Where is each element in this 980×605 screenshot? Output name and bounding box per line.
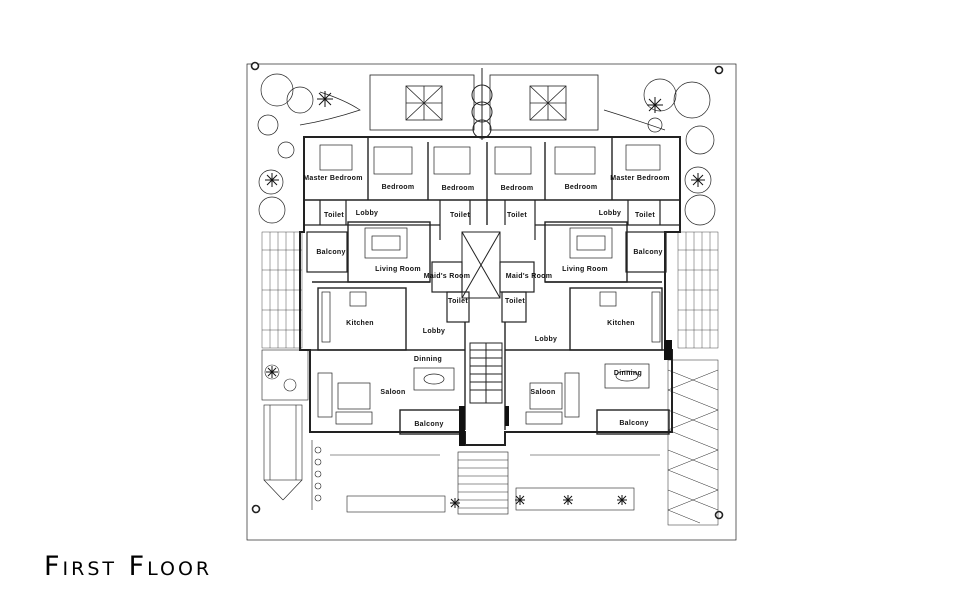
label-saloon-right: Saloon: [530, 389, 555, 396]
label-bedroom-2: Bedroom: [442, 185, 475, 192]
label-living-room-left: Living Room: [375, 266, 421, 273]
sofas: [364, 227, 613, 259]
saloon-furniture: [317, 363, 650, 425]
stair-core: [461, 231, 503, 404]
label-dinning-left: Dinning: [414, 356, 442, 363]
room-labels: Master Bedroom Bedroom Bedroom Bedroom B…: [303, 175, 669, 428]
umbrella-table-right: [529, 85, 567, 121]
label-maids-room-right: Maid's Room: [506, 273, 553, 280]
floor-title: First Floor: [44, 551, 213, 582]
label-balcony-left: Balcony: [316, 249, 345, 256]
label-master-bedroom-left: Master Bedroom: [303, 175, 362, 182]
label-balcony-bottom-right: Balcony: [619, 420, 648, 427]
label-lobby-4: Lobby: [535, 336, 558, 343]
umbrella-table-left: [405, 85, 443, 121]
label-living-room-right: Living Room: [562, 266, 608, 273]
plot-boundary: [246, 63, 737, 541]
kitchen-counters: [321, 291, 661, 343]
patio-right: [489, 74, 599, 131]
building-outline: [299, 136, 681, 446]
label-lobby-1: Lobby: [356, 210, 379, 217]
label-dinning-right: Dinning: [614, 370, 642, 377]
toilet-walls: [304, 200, 680, 240]
wall-hatches: [459, 340, 672, 446]
bedroom-walls: [304, 137, 680, 225]
corner-marker: [250, 61, 260, 71]
lower-right-ramp: [667, 359, 719, 526]
kitchen-walls: [317, 287, 663, 351]
label-balcony-bottom-left: Balcony: [414, 421, 443, 428]
label-kitchen-left: Kitchen: [346, 320, 374, 327]
right-garden-trees: [603, 78, 716, 226]
label-lobby-2: Lobby: [599, 210, 622, 217]
label-bedroom-3: Bedroom: [501, 185, 534, 192]
corner-marker: [714, 510, 724, 520]
label-kitchen-right: Kitchen: [607, 320, 635, 327]
label-toilet-4: Toilet: [635, 212, 655, 219]
label-master-bedroom-right: Master Bedroom: [610, 175, 669, 182]
label-toilet-2: Toilet: [450, 212, 470, 219]
label-bedroom-1: Bedroom: [382, 184, 415, 191]
beds: [319, 144, 661, 175]
left-garden-trees: [257, 73, 361, 224]
maid-walls: [431, 261, 535, 323]
left-paving: [261, 231, 303, 349]
side-balconies: [306, 231, 667, 273]
plant-symbols: [265, 91, 705, 508]
corner-marker: [714, 65, 724, 75]
label-saloon-left: Saloon: [380, 389, 405, 396]
label-toilet-6: Toilet: [505, 298, 525, 305]
label-lobby-3: Lobby: [423, 328, 446, 335]
label-toilet-1: Toilet: [324, 212, 344, 219]
corner-marker: [251, 504, 261, 514]
label-toilet-3: Toilet: [507, 212, 527, 219]
label-balcony-right: Balcony: [633, 249, 662, 256]
right-paving: [677, 231, 719, 349]
center-hedge: [471, 68, 493, 140]
label-toilet-5: Toilet: [448, 298, 468, 305]
lower-left-site: [261, 349, 322, 510]
label-maids-room-left: Maid's Room: [424, 273, 471, 280]
living-walls: [312, 221, 662, 283]
patio-left: [369, 74, 475, 131]
entrance-area: [330, 451, 660, 515]
label-bedroom-4: Bedroom: [565, 184, 598, 191]
